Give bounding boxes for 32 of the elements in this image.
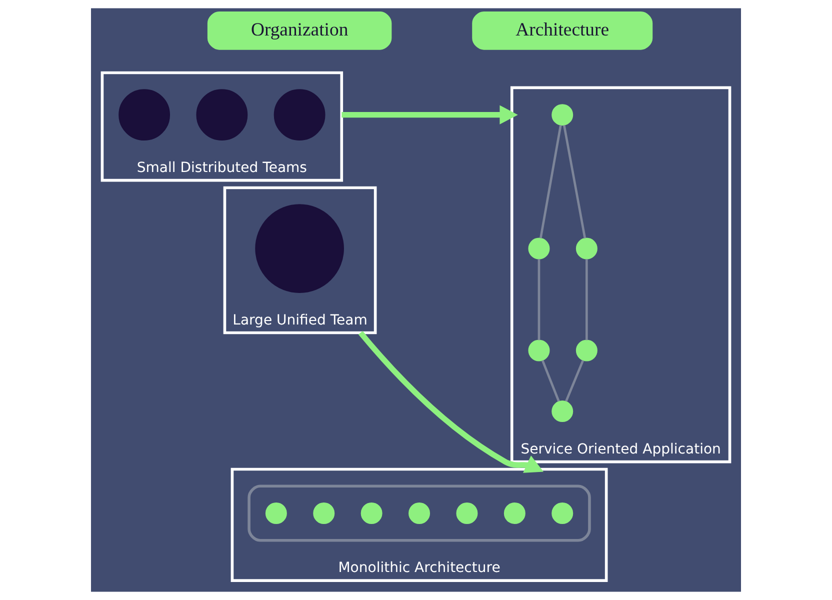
node-circle: [576, 238, 598, 260]
connector: [540, 125, 562, 238]
node-circle: [528, 238, 550, 260]
node-circle: [576, 340, 598, 362]
node-circle: [255, 204, 344, 293]
cluster: [248, 484, 591, 542]
node-circle: [360, 502, 382, 524]
connector: [565, 360, 584, 402]
node-circle: [313, 502, 335, 524]
node-circle: [552, 400, 574, 422]
node-circle: [456, 502, 478, 524]
node-circle: [408, 502, 430, 524]
node-circle: [274, 89, 326, 141]
arrow: [358, 330, 544, 473]
connector: [541, 360, 560, 402]
connector: [586, 259, 588, 340]
arrow: [342, 105, 518, 124]
node-circle: [552, 502, 574, 524]
connector: [538, 259, 540, 340]
node-circle: [196, 89, 248, 141]
node-circle: [528, 340, 550, 362]
cluster: Service Oriented Application: [510, 86, 732, 464]
node-box: Organization: [207, 11, 392, 50]
node-circle: [265, 502, 287, 524]
node-circle: [118, 89, 170, 141]
node-circle: [504, 502, 526, 524]
node-circle: [552, 104, 574, 126]
cluster: Large Unified Team: [223, 186, 377, 334]
cluster: Small Distributed Teams: [100, 71, 344, 182]
cluster: Monolithic Architecture: [230, 468, 608, 582]
connector: [562, 125, 586, 238]
node-box: Architecture: [472, 11, 653, 50]
